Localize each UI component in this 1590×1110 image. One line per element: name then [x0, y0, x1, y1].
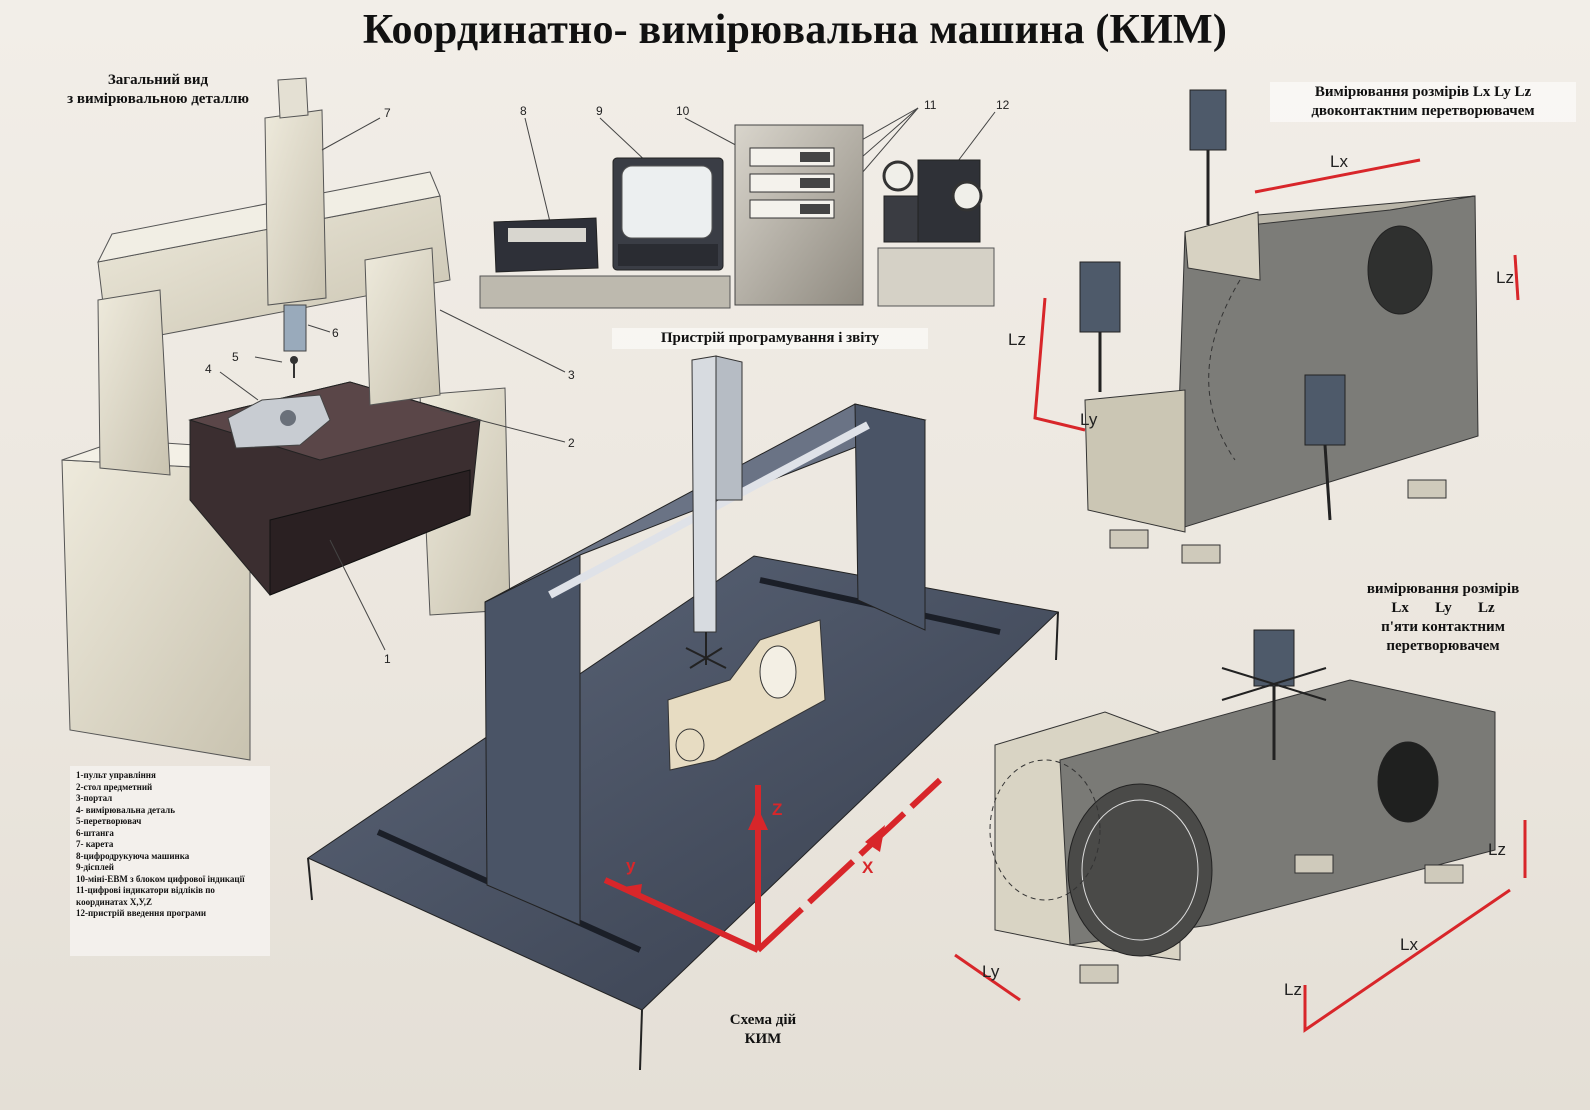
- programming-devices: [479, 124, 995, 309]
- caption-five-contact: вимірювання розмірів Lx Ly Lz п'яти конт…: [1330, 579, 1556, 657]
- caption-line: п'яти контактним: [1381, 619, 1505, 635]
- caption-general-view: Загальний вид з вимірювальною деталлю: [40, 70, 276, 110]
- callout-5: 5: [232, 350, 239, 364]
- legend-item: 9-дісплей: [76, 862, 114, 872]
- callout-6: 6: [332, 326, 339, 340]
- dim-lz-right: Lz: [1496, 268, 1514, 287]
- caption-programming: Пристрій програмування і звіту: [612, 328, 928, 349]
- legend-item: 2-стол предметний: [76, 781, 153, 792]
- dim-lz-left: Lz: [1008, 330, 1026, 349]
- legend-item: 12-пристрій введення програми: [76, 908, 207, 918]
- legend-item: 6-штанга: [76, 827, 114, 838]
- axis-label-y: y: [626, 856, 636, 875]
- caption-two-contact: Вимірювання розмірів Lx Ly Lz двоконтакт…: [1270, 82, 1576, 122]
- callout-11: 11: [924, 98, 937, 112]
- five-contact-part: [954, 629, 1527, 1033]
- legend-item: 11-цифрові індикатори відліків по коорди…: [76, 885, 215, 907]
- legend-item: 1-пульт управління: [76, 770, 156, 780]
- poster-title: Координатно- вимірювальна машина (КИМ): [362, 7, 1228, 53]
- axis-label-z: Z: [772, 800, 783, 819]
- legend-item: 10-міні-ЕВМ з блоком цифрової індикації: [76, 873, 245, 884]
- legend-item: 3-портал: [76, 793, 113, 803]
- callout-3: 3: [568, 368, 575, 382]
- caption-line: Lx Ly Lz: [1391, 600, 1495, 616]
- callout-8: 8: [520, 104, 527, 118]
- machine-general-view: [61, 77, 511, 761]
- legend-item: 5-перетворювач: [76, 816, 142, 826]
- callout-7: 7: [384, 106, 391, 120]
- callout-12: 12: [996, 98, 1010, 112]
- legend: 1-пульт управління 2-стол предметний 3-п…: [70, 766, 270, 956]
- legend-item: 7- карета: [76, 839, 114, 849]
- dim-lx-top: Lx: [1330, 152, 1348, 171]
- caption-line: вимірювання розмірів: [1366, 581, 1520, 597]
- dim-lx-bottom: Lx: [1400, 935, 1418, 954]
- caption-line: Загальний вид: [107, 72, 209, 88]
- caption-scheme: Схема дій КИМ: [685, 1010, 841, 1050]
- axis-label-x: X: [862, 858, 874, 877]
- caption-line: двоконтактним перетворювачем: [1311, 103, 1535, 119]
- caption-line: перетворювачем: [1386, 638, 1500, 654]
- callout-4: 4: [205, 362, 212, 376]
- caption-line: Схема дій: [729, 1012, 797, 1028]
- two-contact-part: [1033, 89, 1520, 564]
- dim-ly-top: Ly: [1080, 410, 1098, 429]
- scheme-of-action: [306, 355, 1060, 1071]
- caption-line: Вимірювання розмірів Lx Ly Lz: [1314, 84, 1532, 100]
- dim-lz-bottom-right: Lz: [1488, 840, 1506, 859]
- callout-9: 9: [596, 104, 603, 118]
- caption-line: КИМ: [744, 1031, 782, 1047]
- callout-1: 1: [384, 652, 391, 666]
- callout-2: 2: [568, 436, 575, 450]
- caption-line: з вимірювальною деталлю: [67, 91, 249, 107]
- legend-item: 4- вимірювальна деталь: [76, 804, 175, 815]
- callout-10: 10: [676, 104, 690, 118]
- legend-item: 8-цифродрукуюча машинка: [76, 850, 190, 861]
- dim-lz-bottom: Lz: [1284, 980, 1302, 999]
- dim-ly-bottom: Ly: [982, 962, 1000, 981]
